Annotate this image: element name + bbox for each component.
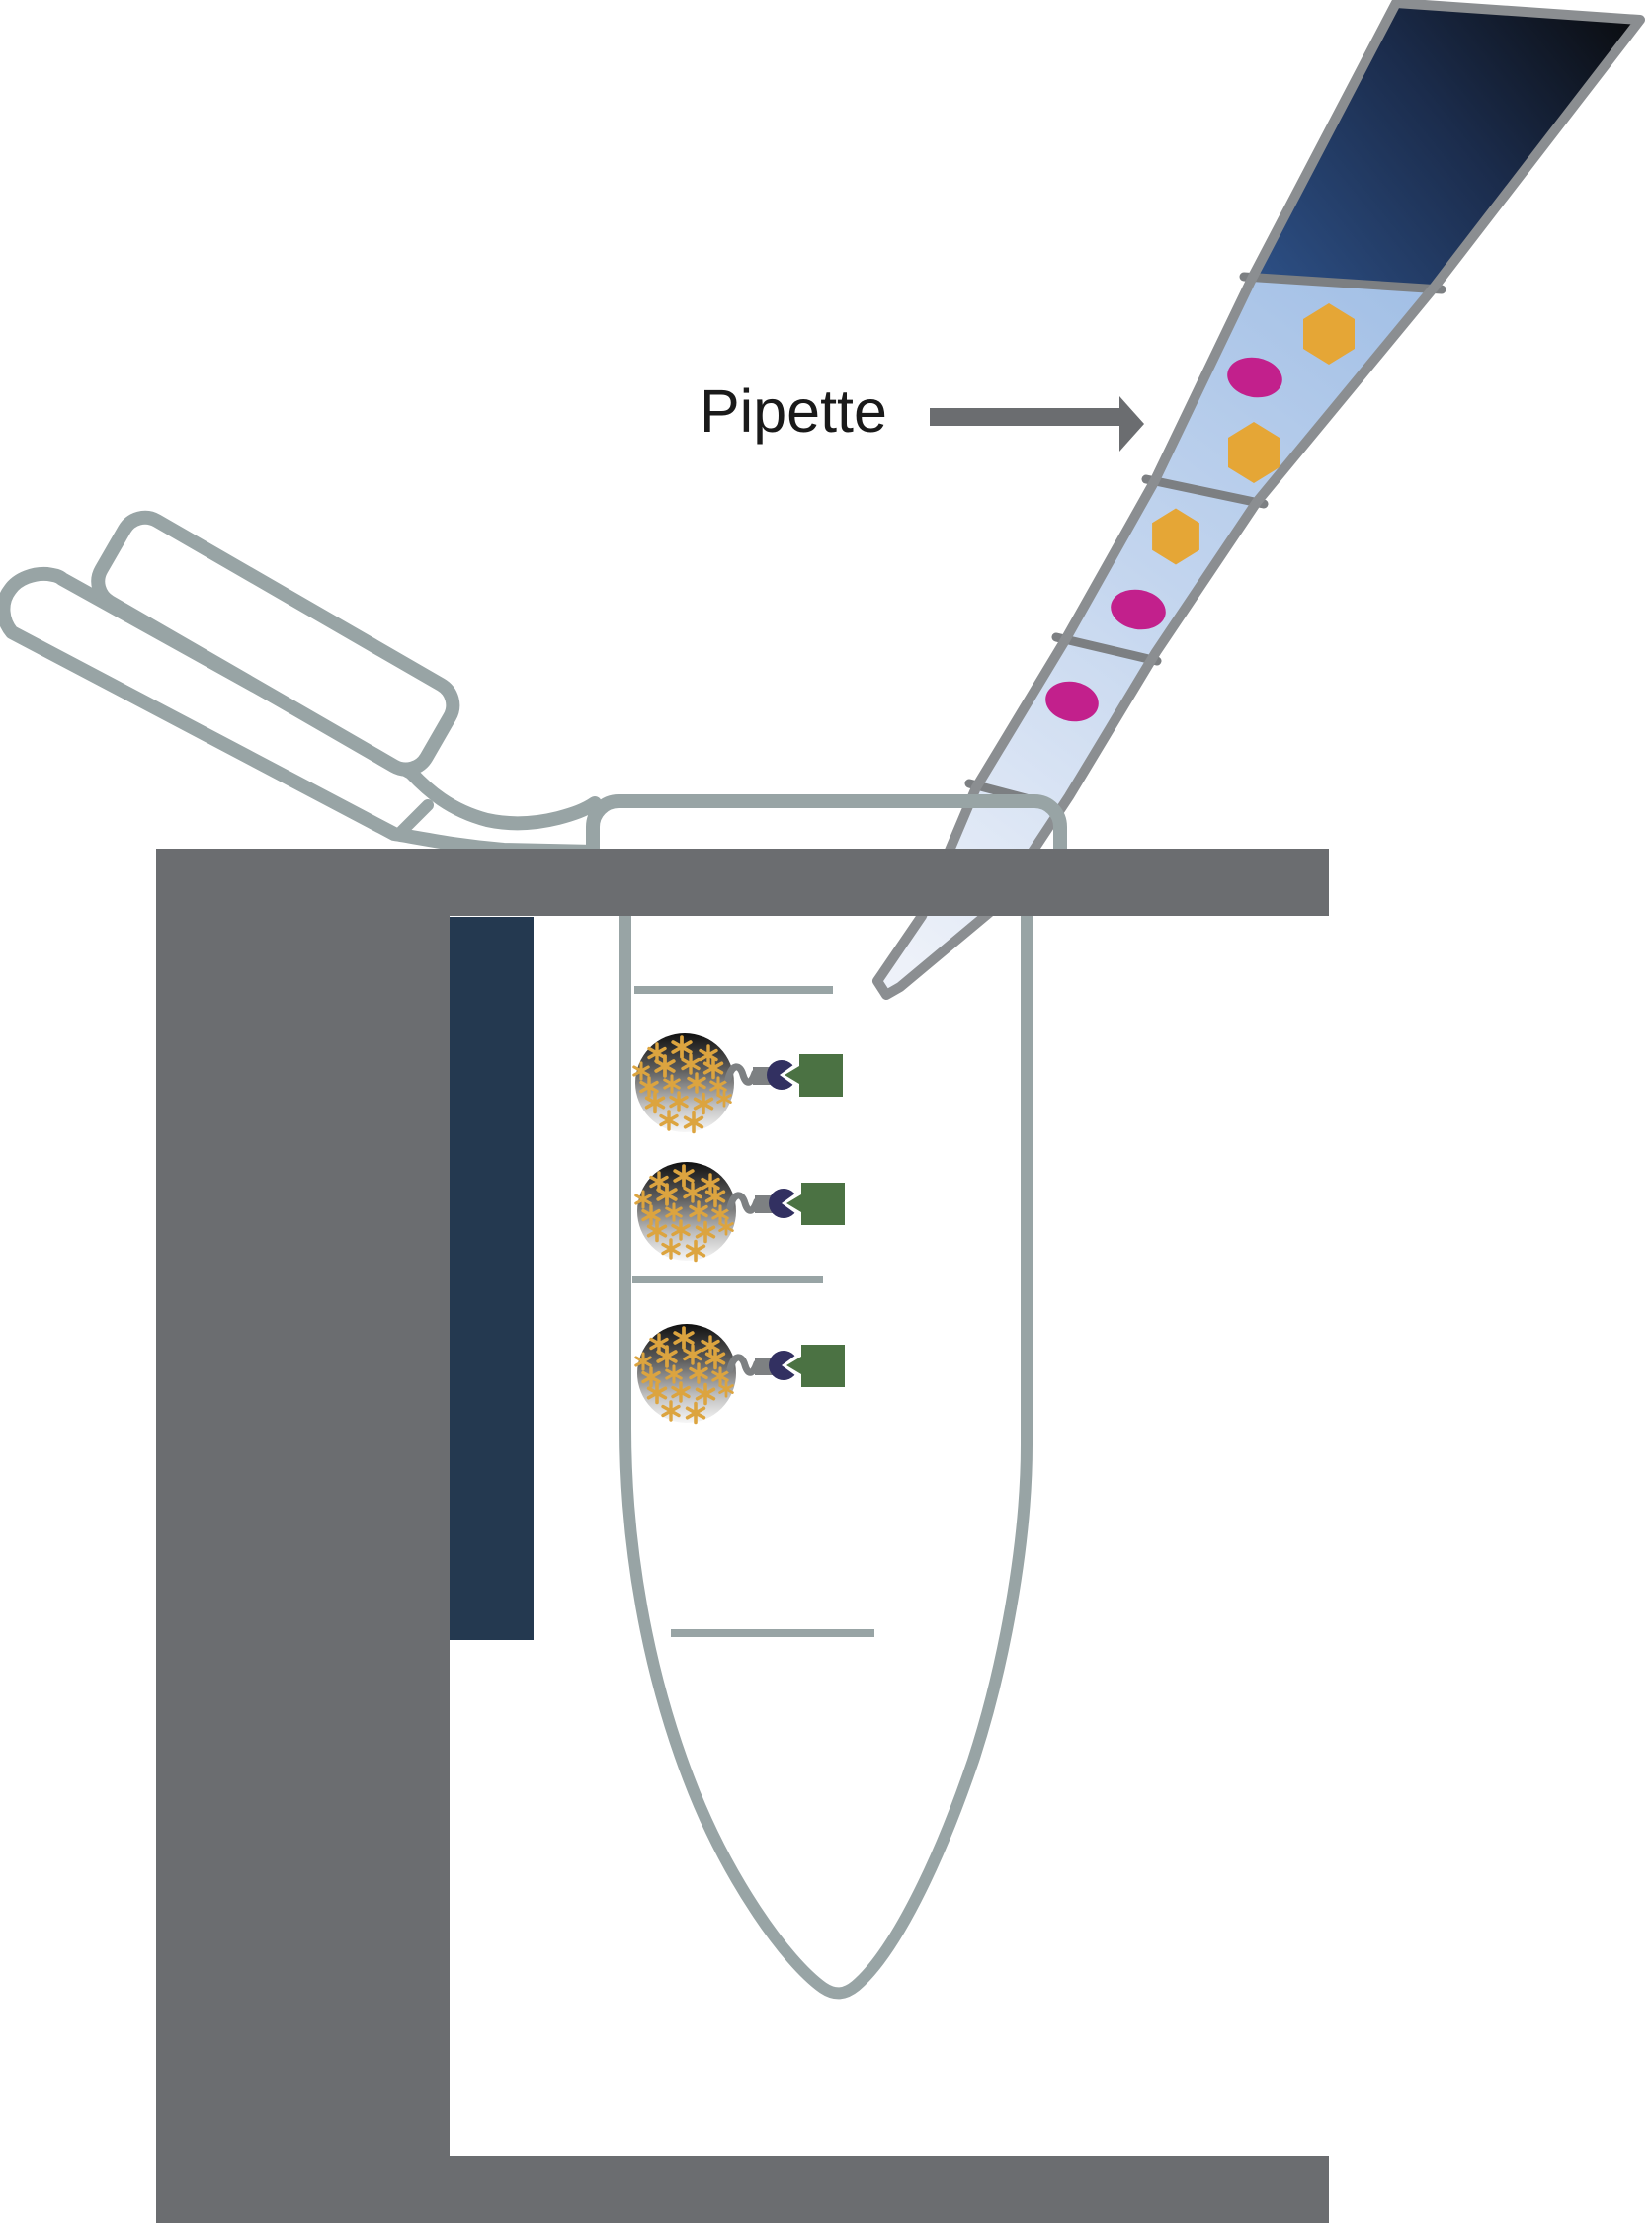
- hexagon-analyte: [1228, 422, 1280, 483]
- rack-base-bar: [156, 2156, 1329, 2223]
- tube-rack: [156, 849, 1329, 2223]
- tip-analyte-shapes: [1045, 303, 1355, 722]
- oval-analyte: [1227, 357, 1282, 398]
- rack-navy-insert: [450, 917, 534, 1640]
- hexagon-analyte: [1303, 303, 1355, 365]
- pipette-tip-outline: [872, 0, 1645, 1000]
- oval-analyte: [1111, 589, 1166, 630]
- pipette-label: Pipette: [700, 377, 887, 445]
- tube-body: [620, 854, 1032, 2000]
- pipette-tip: [872, 0, 1645, 1000]
- cap-disc: [91, 510, 460, 777]
- microcentrifuge-tube: [620, 854, 1032, 2000]
- oval-analyte: [1045, 681, 1099, 722]
- hexagon-analyte: [1152, 508, 1199, 565]
- tip-compartment-dividers: [964, 272, 1446, 809]
- pipette-barrel-fluid: [1252, 3, 1640, 288]
- tube-cap-open: [0, 510, 602, 859]
- cap-hinge-crease: [396, 799, 434, 837]
- rack-left-column: [156, 849, 450, 2223]
- pipette-arrow: [930, 396, 1144, 452]
